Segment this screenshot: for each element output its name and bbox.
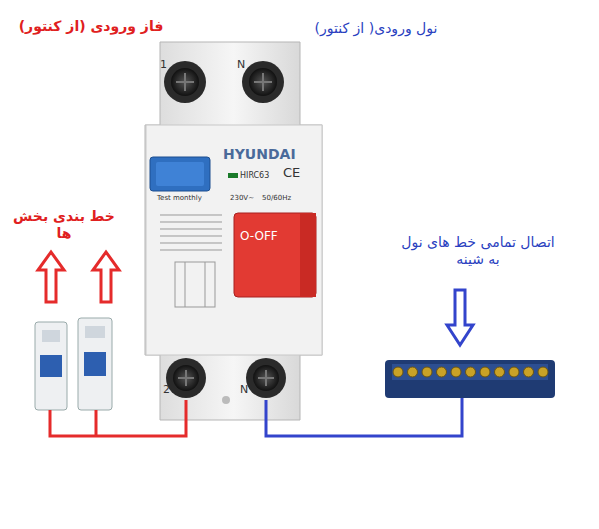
handle-label: O-OFF [240,229,278,243]
busbar-screw [480,367,490,377]
rating-text: 230V~ [230,194,254,202]
busbar-screw [509,367,519,377]
busbar-screw [538,367,548,377]
busbar-screw [524,367,534,377]
test-note: Test monthly [157,194,202,202]
callout-label: خط بندی بخش ها [4,208,124,242]
terminal-number: 1 [160,58,167,71]
busbar-screw [466,367,476,377]
busbar-screw [408,367,418,377]
busbar-screw [422,367,432,377]
busbar-screw [495,367,505,377]
callout-label: اتصال تمامی خط های نول به شینه [398,234,558,268]
terminal-number: N [237,58,245,71]
terminal-number: N [240,383,248,396]
callout-label: فاز ورودی (از کنتور) [16,18,166,35]
terminal-number: 2 [163,383,170,396]
rating-text: 50/60Hz [262,194,291,202]
brand-name: HYUNDAI [223,146,296,163]
busbar-screw [393,367,403,377]
callout-label: نول ورودی( از کنتور) [286,20,466,37]
ce-mark: CE [283,165,300,181]
model-number: HIRC63 [240,171,269,181]
busbar-screw [437,367,447,377]
busbar-screw [451,367,461,377]
